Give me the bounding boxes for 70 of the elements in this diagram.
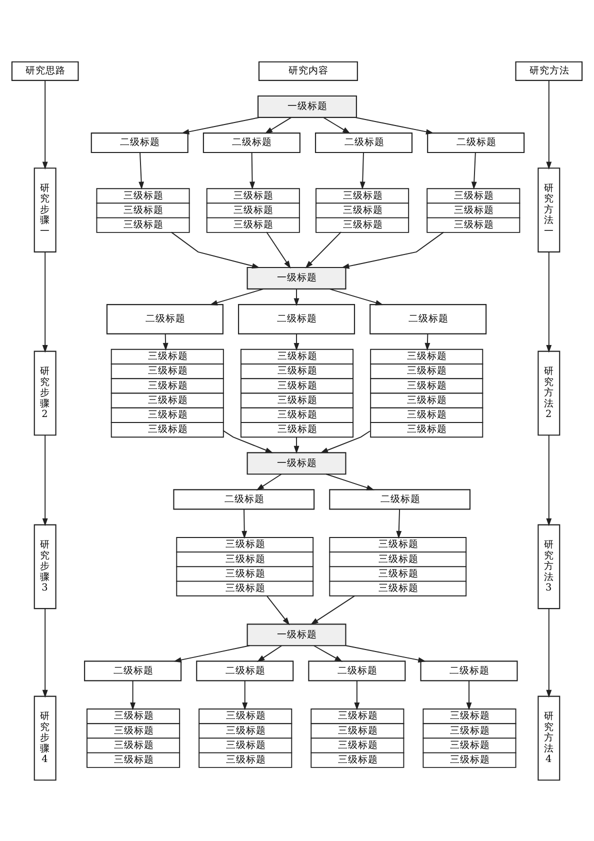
node-box: 研究方法一	[538, 167, 560, 252]
node-box: 二级标题	[84, 660, 182, 681]
arrow	[354, 680, 360, 710]
node-box: 二级标题	[173, 488, 315, 510]
arrow	[138, 152, 144, 190]
arrow	[266, 595, 290, 625]
arrow	[242, 680, 248, 710]
arrow	[222, 430, 274, 453]
node-box: 二级标题	[329, 488, 471, 510]
arrow	[174, 644, 250, 662]
node-box: 研究步骤4	[34, 695, 56, 780]
arrow	[310, 594, 356, 624]
node-box: 二级标题	[238, 304, 356, 334]
arrow	[294, 288, 300, 306]
arrow	[396, 508, 402, 538]
node-box: 一级标题	[246, 623, 346, 646]
arrow	[250, 152, 255, 190]
arrow	[355, 116, 434, 134]
arrow	[546, 251, 552, 352]
arrow	[305, 230, 342, 268]
node-box: 二级标题	[427, 132, 525, 153]
node-box: 二级标题	[202, 132, 300, 153]
arrow	[42, 251, 48, 352]
arrow	[256, 473, 282, 490]
node-box: 二级标题	[314, 132, 413, 153]
arrow	[266, 230, 291, 268]
node-box: 二级标题	[90, 132, 188, 153]
arrow	[242, 508, 248, 538]
node-box: 一级标题	[246, 452, 346, 474]
arrow	[320, 430, 370, 453]
arrow	[210, 288, 264, 305]
node-box: 研究方法4	[538, 695, 560, 780]
arrow	[546, 80, 552, 170]
arrow	[323, 116, 350, 134]
node-box: 研究步骤一	[34, 167, 56, 252]
node-box: 研究方法2	[538, 350, 560, 436]
arrow	[360, 152, 366, 190]
arrow	[329, 288, 384, 305]
arrow	[42, 80, 48, 170]
arrow	[256, 644, 282, 662]
arrow	[546, 434, 552, 526]
arrow	[471, 152, 477, 190]
node-box: 研究步骤3	[34, 524, 56, 609]
node-box: 二级标题	[106, 304, 224, 334]
node-box: 研究方法	[515, 60, 583, 80]
node-box: 二级标题	[196, 660, 294, 681]
arrow	[42, 608, 48, 698]
node-box: 一级标题	[257, 94, 357, 118]
arrow	[345, 644, 426, 662]
node-box: 研究方法3	[538, 524, 560, 609]
arrow	[130, 680, 136, 710]
node-box: 二级标题	[420, 660, 518, 681]
arrow	[42, 434, 48, 526]
node-box: 研究思路	[11, 60, 79, 80]
arrow	[181, 116, 260, 134]
node-box: 二级标题	[308, 660, 406, 681]
node-box: 研究步骤2	[34, 350, 56, 436]
arrow	[294, 333, 300, 350]
arrow	[294, 436, 300, 454]
node-box: 一级标题	[246, 266, 346, 289]
arrow	[341, 231, 444, 268]
node-box: 二级标题	[370, 304, 487, 334]
arrow	[162, 333, 168, 350]
arrow	[424, 333, 430, 350]
arrow	[170, 231, 260, 268]
arrow	[264, 116, 292, 134]
arrow	[314, 644, 343, 662]
node-box: 研究内容	[258, 60, 358, 80]
arrow	[466, 680, 472, 710]
arrow	[546, 608, 552, 698]
